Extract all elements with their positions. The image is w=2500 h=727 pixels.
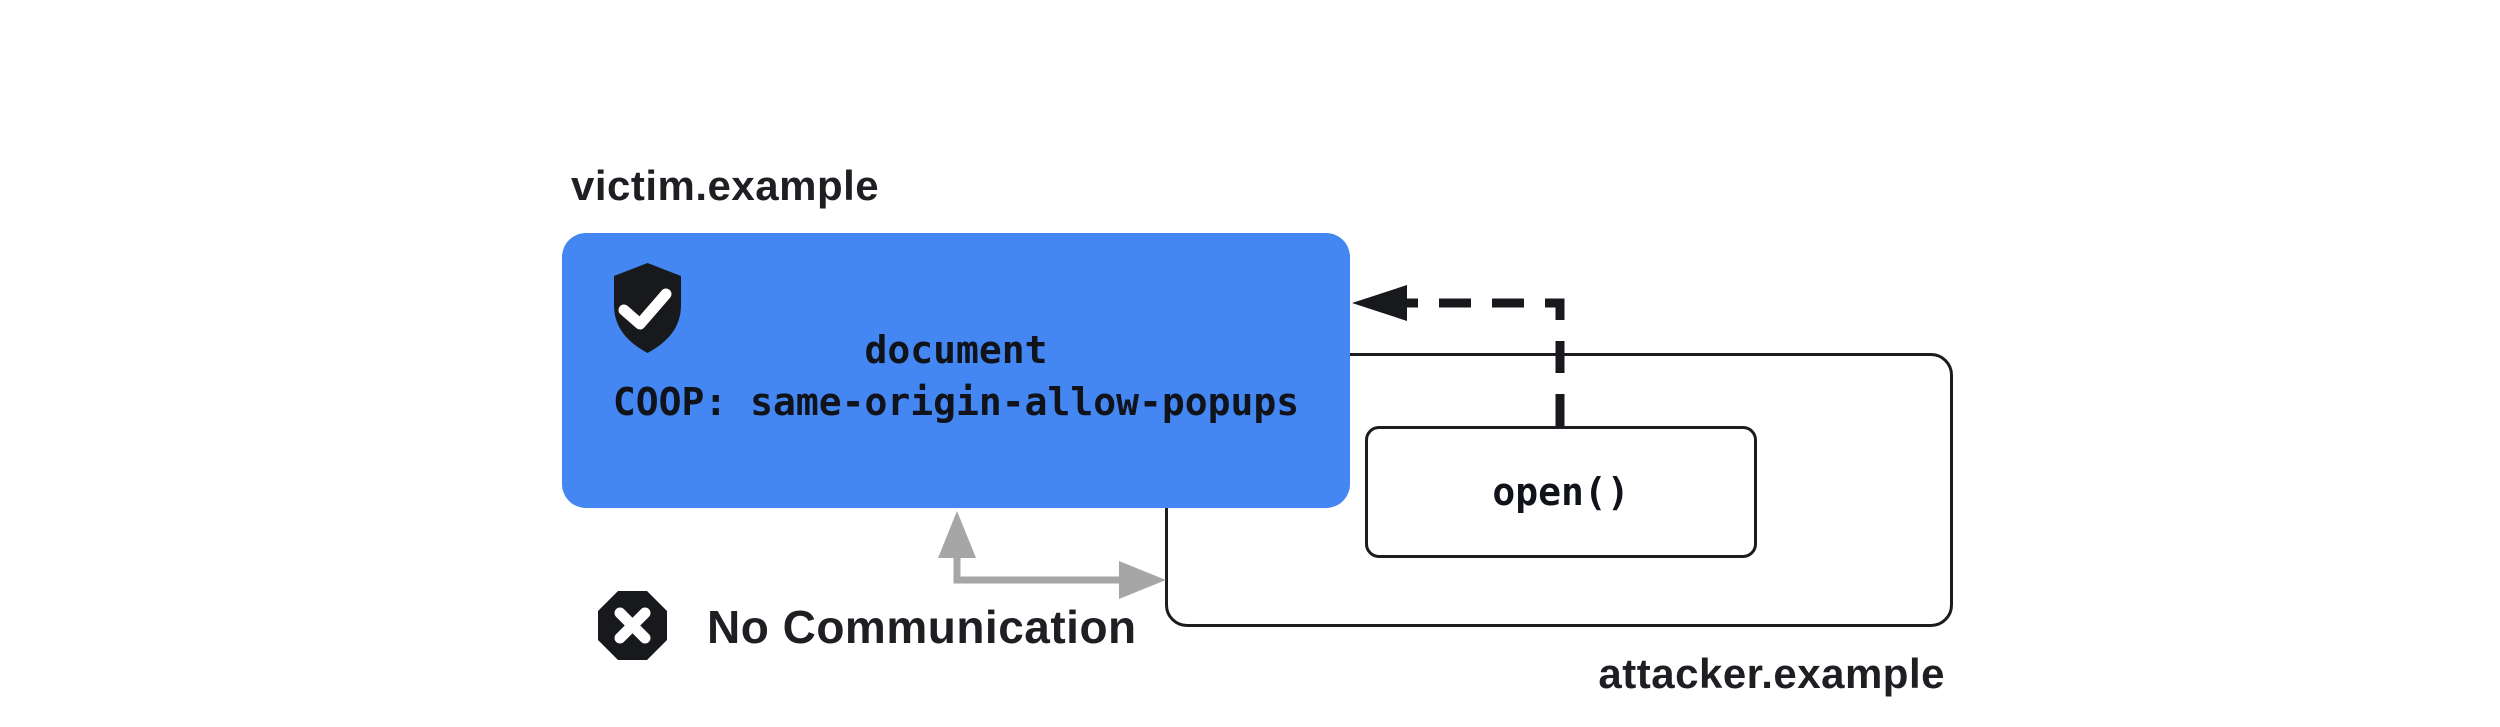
- shield-checkmark: [618, 288, 672, 330]
- attacker-domain-label: attacker.example: [1598, 650, 1945, 697]
- no-communication-arrowhead-up: [938, 511, 976, 558]
- victim-domain-label: victim.example: [571, 162, 880, 209]
- no-communication-arrowhead-right: [1119, 561, 1166, 599]
- open-call-label: open(): [1492, 470, 1630, 514]
- no-communication-arrow-line: [953, 556, 1121, 584]
- open-popup-arrowhead-left: [1352, 285, 1407, 321]
- victim-box-coop-header: COOP: same-origin-allow-popups: [612, 380, 1300, 424]
- victim-document-box: document COOP: same-origin-allow-popups: [562, 233, 1350, 508]
- victim-box-title: document: [864, 328, 1048, 372]
- block-x-glyph: [614, 607, 651, 644]
- block-x-icon: [598, 591, 667, 660]
- open-call-box: open(): [1365, 426, 1757, 558]
- no-communication-label: No Communication: [707, 601, 1137, 653]
- shield-check-icon: [614, 263, 681, 353]
